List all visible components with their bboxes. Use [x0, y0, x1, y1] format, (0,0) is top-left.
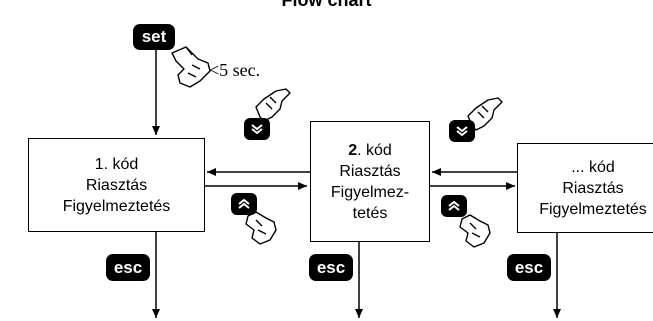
diagram-title: Flow chart [281, 0, 372, 10]
code-box-1: 1. kód Riasztás Figyelmeztetés [28, 138, 205, 232]
double-chevron-up-icon [448, 200, 460, 211]
up-key[interactable] [231, 193, 257, 215]
esc-key[interactable]: esc [309, 254, 353, 281]
pointing-hand-icon [467, 97, 503, 131]
pointing-hand-icon [245, 211, 277, 245]
box-line: 1. kód [94, 155, 139, 173]
box-line: Riasztás [562, 179, 624, 197]
esc-key-label: esc [514, 257, 544, 277]
esc-key[interactable]: esc [106, 254, 150, 281]
box-line: Figyelmeztetés [62, 197, 171, 215]
down-key[interactable] [449, 120, 475, 142]
press-duration-label: <5 sec. [209, 60, 261, 80]
box-title: 2. kód [348, 140, 392, 161]
box-line: Figyelmez- [330, 183, 410, 201]
set-key-label: set [141, 27, 167, 46]
box-line: Riasztás [85, 176, 148, 194]
box-line: Figyelmeztetés [539, 200, 647, 218]
box-line: ... kód [571, 158, 615, 176]
down-key[interactable] [244, 118, 270, 140]
esc-key-label: esc [316, 257, 346, 277]
set-key[interactable]: set [133, 24, 175, 50]
esc-key-label: esc [113, 257, 143, 277]
pointing-hand-icon [171, 46, 211, 88]
code-number: 2 [348, 141, 358, 159]
double-chevron-down-icon [251, 124, 263, 135]
code-box-2: 2. kód Riasztás Figyelmez- tetés [310, 121, 430, 242]
double-chevron-down-icon [456, 126, 468, 137]
pointing-hand-icon [459, 214, 491, 248]
double-chevron-up-icon [238, 198, 250, 209]
esc-key[interactable]: esc [507, 254, 551, 281]
code-box-3: ... kód Riasztás Figyelmeztetés [517, 143, 653, 233]
box-line: tetés [352, 204, 388, 222]
up-key[interactable] [441, 195, 467, 217]
box-line: Riasztás [339, 162, 401, 180]
pointing-hand-icon [255, 88, 291, 122]
code-suffix: . kód [357, 141, 392, 159]
